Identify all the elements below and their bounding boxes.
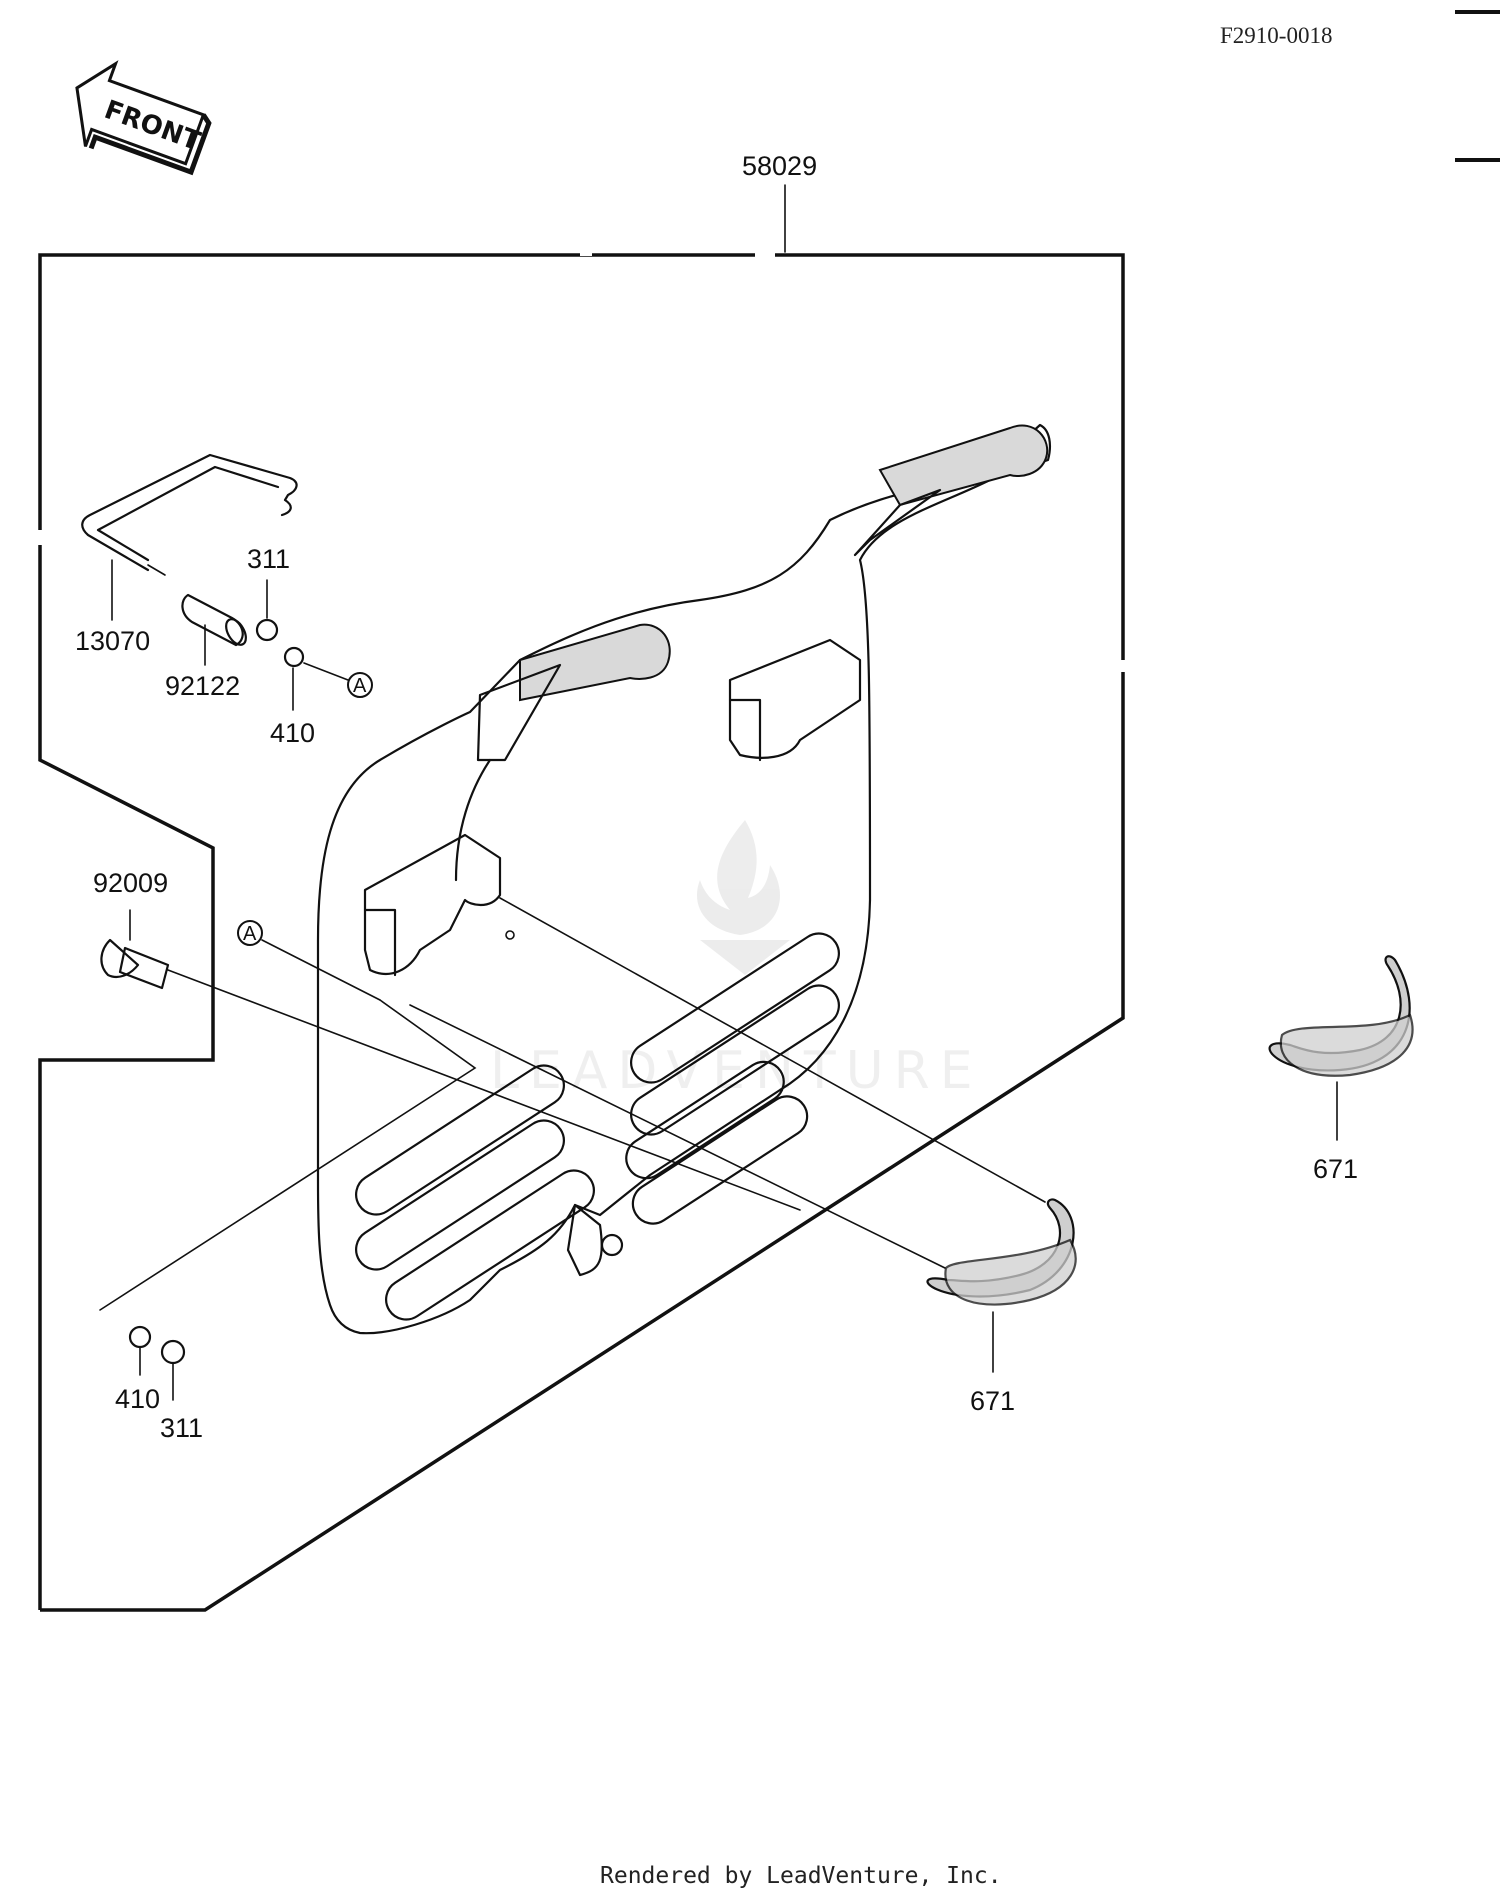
nut-311-upper <box>255 618 279 642</box>
collar-92122 <box>181 593 247 647</box>
diagram-code: F2910-0018 <box>1220 23 1332 48</box>
svg-text:A: A <box>353 675 367 697</box>
leader-callout-a-lower <box>261 939 381 1001</box>
part-label-410-upper: 410 <box>270 718 315 748</box>
washer-410-lower <box>128 1325 152 1349</box>
part-label-671-lower: 671 <box>970 1386 1015 1416</box>
bolt-92009 <box>100 938 801 1211</box>
callout-a-lower: A <box>237 920 263 946</box>
part-label-671-right: 671 <box>1313 1154 1358 1184</box>
side-cover-panel <box>316 423 1051 1335</box>
part-label-92122: 92122 <box>165 671 240 701</box>
grommet-671-lower <box>926 1198 1077 1306</box>
assembly-frame <box>37 250 1126 1612</box>
footer-credit: Rendered by LeadVenture, Inc. <box>600 1863 1002 1889</box>
watermark-text: LEADVENTURE <box>490 1041 983 1101</box>
part-label-410-lower: 410 <box>115 1384 160 1414</box>
flame-watermark-icon <box>696 820 790 975</box>
vent-slots-upper <box>625 932 840 1225</box>
assembly-line-lower <box>99 999 477 1311</box>
grommet-671-right <box>1268 955 1414 1077</box>
front-arrow-icon: FRONT <box>75 60 212 176</box>
nut-311-lower <box>160 1339 186 1365</box>
assembly-line-seal-right <box>499 897 1046 1203</box>
callout-a-upper: A <box>347 672 373 698</box>
part-label-311-lower: 311 <box>160 1413 203 1443</box>
washer-410-upper <box>283 646 305 668</box>
assembly-line-seal-left <box>409 1004 946 1269</box>
part-label-13070: 13070 <box>75 626 150 656</box>
svg-text:A: A <box>243 923 257 945</box>
part-label-311-upper: 311 <box>247 544 290 574</box>
vent-slots-lower <box>355 1064 595 1321</box>
part-label-58029: 58029 <box>742 151 817 181</box>
part-label-92009: 92009 <box>93 868 168 898</box>
leader-callout-a-upper <box>303 662 349 681</box>
rod-13070 <box>81 453 298 576</box>
